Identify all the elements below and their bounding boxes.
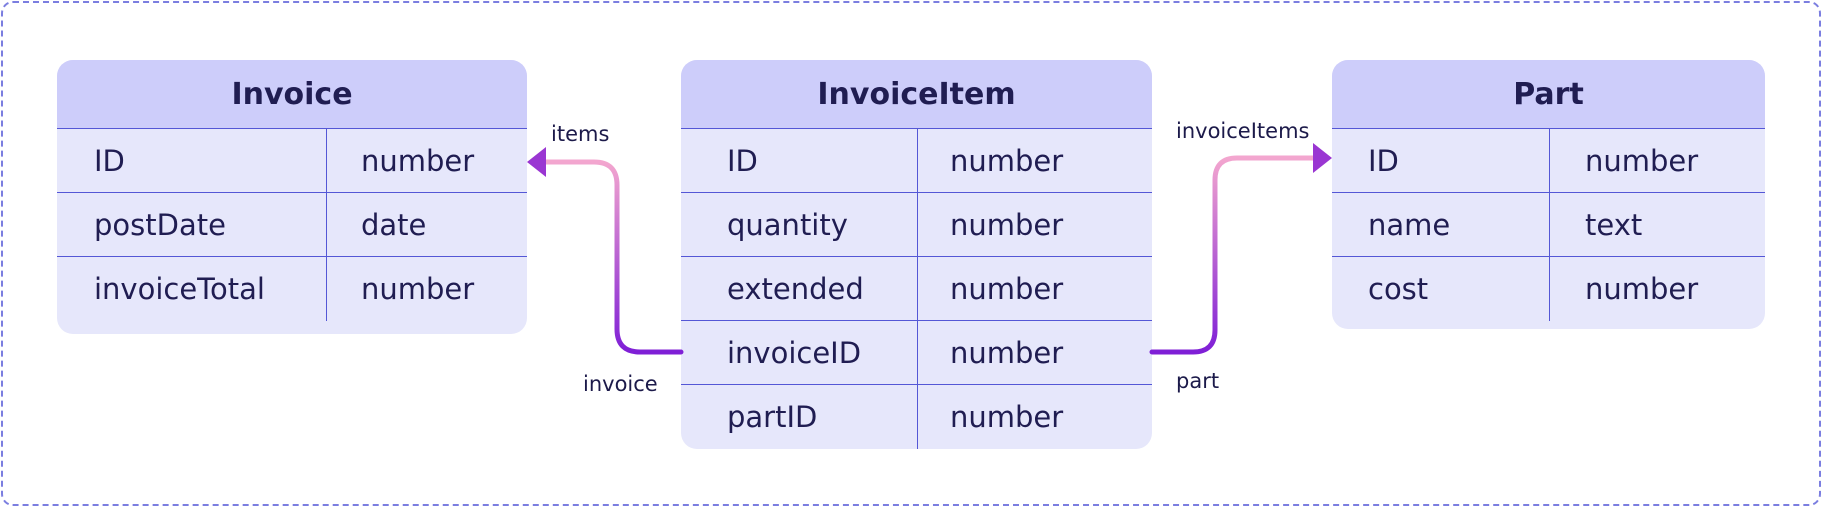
field-type: number <box>950 143 1064 178</box>
field-row[interactable]: extended number <box>681 257 1152 321</box>
field-name: invoiceID <box>681 321 918 384</box>
field-row[interactable]: invoiceID number <box>681 321 1152 385</box>
rel-label-part: part <box>1176 369 1220 393</box>
field-name: ID <box>57 129 327 192</box>
field-row[interactable]: ID number <box>681 129 1152 193</box>
field-type: number <box>361 143 475 178</box>
field-type: number <box>1585 143 1699 178</box>
arrowhead-invoice-items-icon <box>1313 143 1332 173</box>
field-name: cost <box>1332 257 1550 321</box>
field-name: partID <box>681 385 918 449</box>
field-type: text <box>1585 207 1643 242</box>
field-type: number <box>361 272 475 306</box>
field-type: number <box>950 335 1064 370</box>
field-name: ID <box>1332 129 1550 192</box>
field-row[interactable]: ID number <box>57 129 527 193</box>
field-row[interactable]: ID number <box>1332 129 1765 193</box>
entity-invoice-item[interactable]: InvoiceItem ID number quantity number ex… <box>681 60 1152 449</box>
field-type: number <box>950 400 1064 434</box>
field-type: number <box>950 271 1064 306</box>
rel-label-items: items <box>551 122 610 146</box>
connector-part-invoice-items[interactable] <box>1149 155 1321 355</box>
rel-label-invoice: invoice <box>583 372 658 396</box>
entity-title: InvoiceItem <box>681 60 1152 129</box>
field-name: ID <box>681 129 918 192</box>
field-name: extended <box>681 257 918 320</box>
field-type: date <box>361 207 427 242</box>
field-row[interactable]: name text <box>1332 193 1765 257</box>
field-name: name <box>1332 193 1550 256</box>
connector-invoice-items[interactable] <box>537 159 684 355</box>
rel-label-invoice-items: invoiceItems <box>1176 119 1310 143</box>
field-type: number <box>1585 272 1699 306</box>
entity-invoice[interactable]: Invoice ID number postDate date invoiceT… <box>57 60 527 334</box>
field-row[interactable]: partID number <box>681 385 1152 449</box>
entity-title: Part <box>1332 60 1765 129</box>
arrowhead-items-icon <box>527 147 546 177</box>
entity-title: Invoice <box>57 60 527 129</box>
entity-part[interactable]: Part ID number name text cost number <box>1332 60 1765 329</box>
field-name: postDate <box>57 193 327 256</box>
field-row[interactable]: cost number <box>1332 257 1765 321</box>
field-name: quantity <box>681 193 918 256</box>
field-row[interactable]: invoiceTotal number <box>57 257 527 321</box>
field-row[interactable]: postDate date <box>57 193 527 257</box>
field-type: number <box>950 207 1064 242</box>
field-row[interactable]: quantity number <box>681 193 1152 257</box>
field-name: invoiceTotal <box>57 257 327 321</box>
